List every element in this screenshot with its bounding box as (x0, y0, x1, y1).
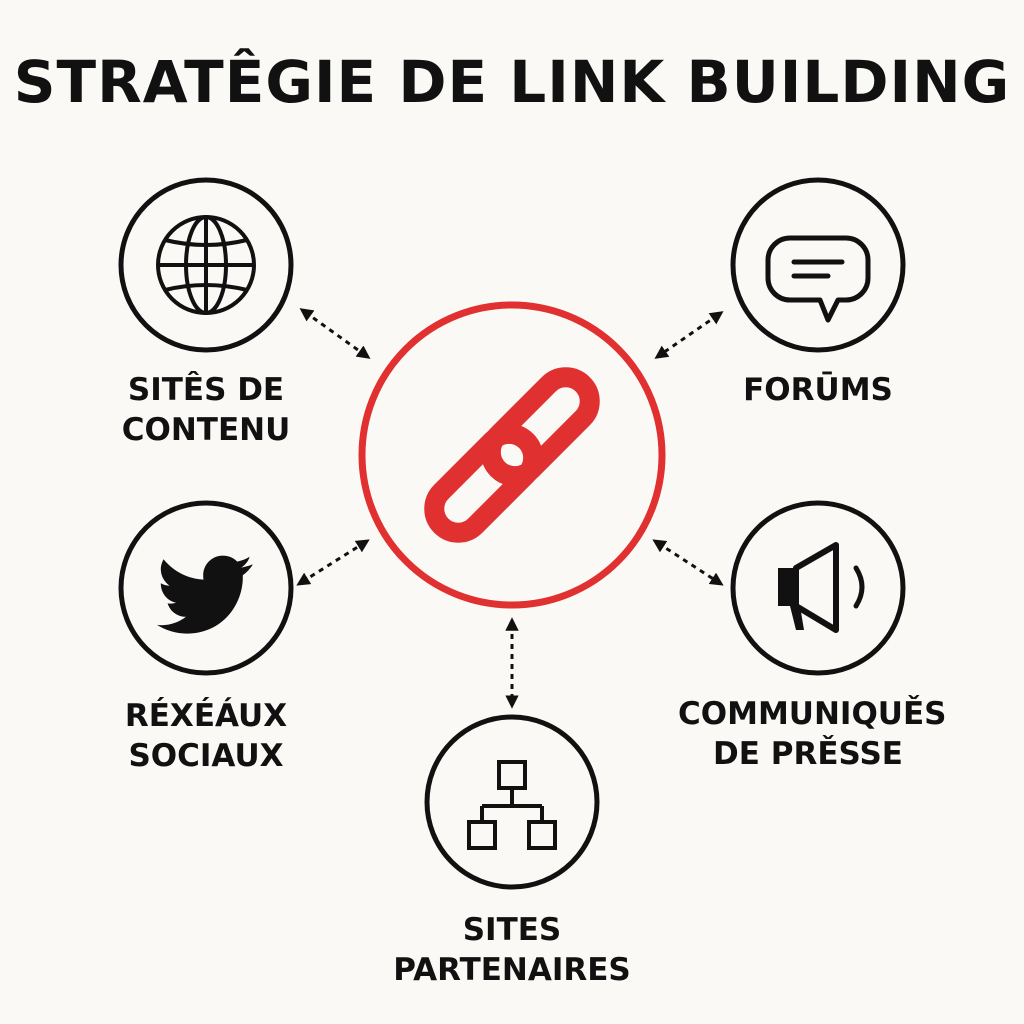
connector-content-sites (299, 308, 371, 359)
node-forums (730, 177, 906, 353)
megaphone-icon (778, 542, 865, 633)
node-content-sites (118, 177, 294, 353)
label-content-sites: SITÊS DE CONTENU (121, 372, 291, 448)
connector-forums (654, 311, 724, 359)
connector-press (652, 539, 724, 586)
label-forums: FORŪMS (743, 372, 893, 408)
globe-icon (156, 215, 256, 315)
diagram-title: STRATÊGIE DE LINK BUILDING (13, 48, 1011, 116)
node-press (730, 500, 906, 676)
label-social: RÉXÉÁUX SOCIAUX (124, 698, 288, 774)
label-partners: SITES PARTENAIRES (393, 912, 631, 988)
twitter-bird-icon (156, 555, 253, 634)
label-press: COMMUNIQUĚS DE PRĚSSE (678, 696, 947, 772)
node-partners (424, 714, 600, 890)
node-social (118, 500, 294, 676)
sitemap-icon (467, 760, 557, 850)
chain-link-icon (424, 367, 600, 543)
speech-bubble-icon (765, 235, 871, 323)
connector-social (296, 539, 370, 586)
center-node (358, 301, 666, 609)
